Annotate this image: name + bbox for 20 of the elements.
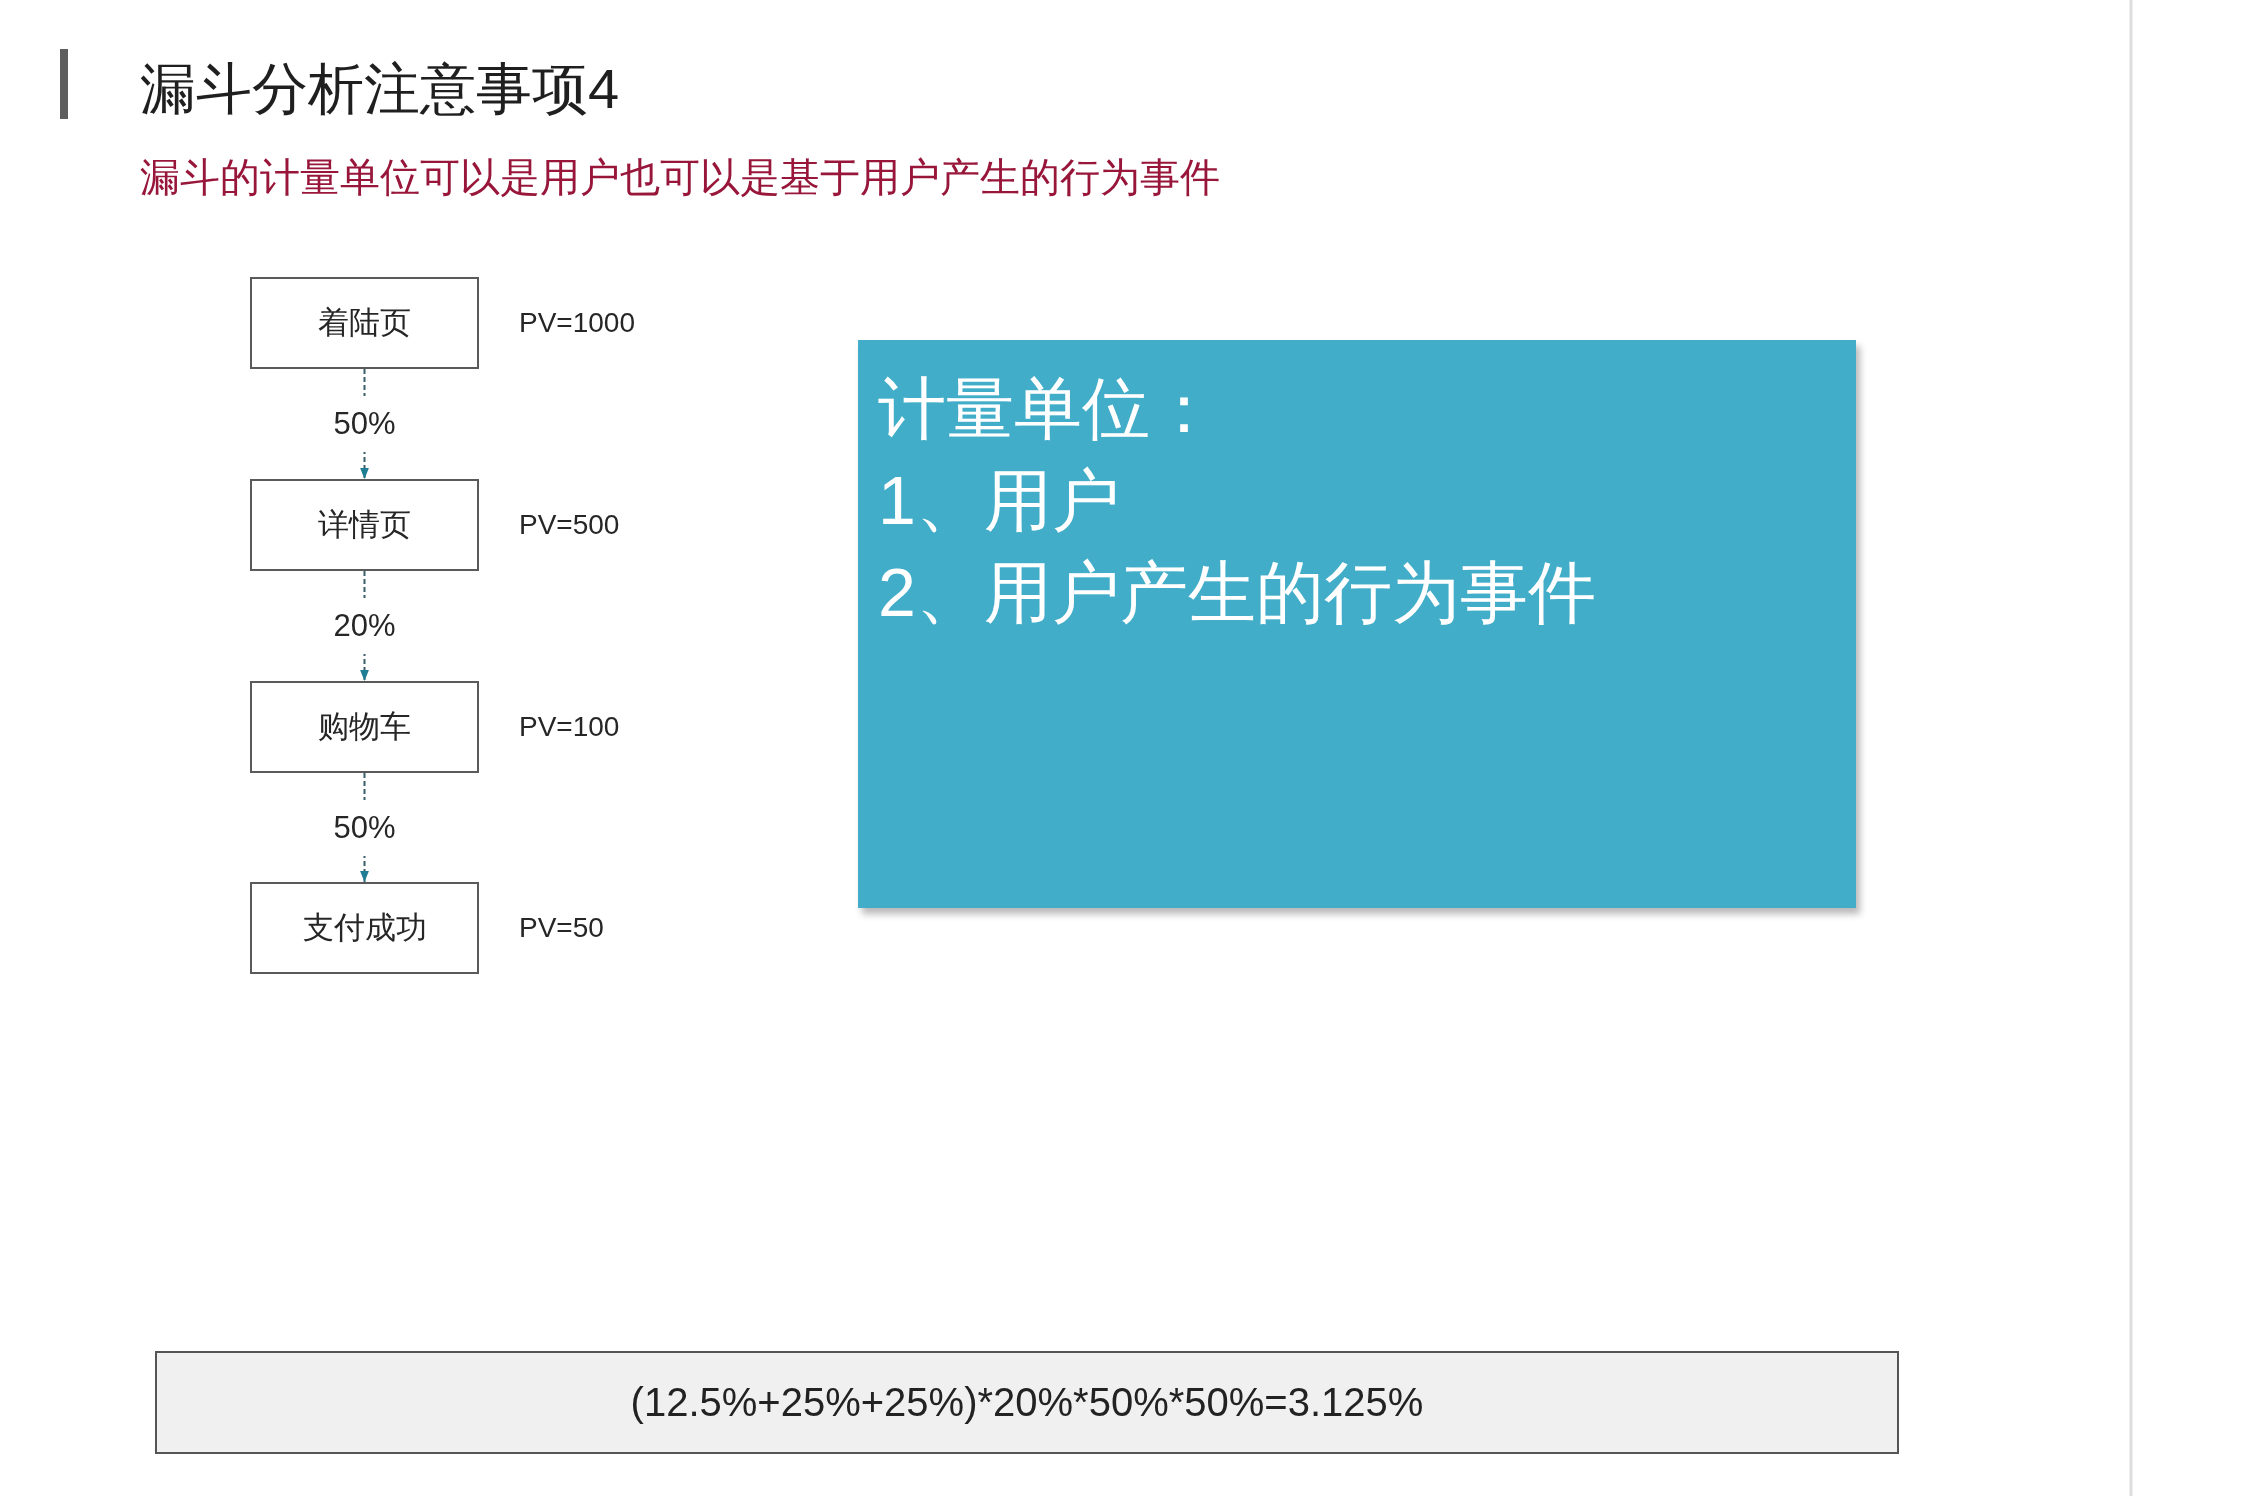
formula-text: (12.5%+25%+25%)*20%*50%*50%=3.125% bbox=[630, 1380, 1424, 1425]
subtitle-text: 漏斗的计量单位可以是用户也可以是基于用户产生的行为事件 bbox=[140, 154, 1220, 201]
slide-title: 漏斗分析注意事项4 bbox=[140, 56, 620, 122]
step-label: 着陆页 bbox=[318, 304, 411, 342]
step-label: 支付成功 bbox=[302, 909, 427, 947]
panel-text: 计量单位： bbox=[878, 369, 1218, 448]
process-box bbox=[250, 681, 479, 773]
process-box bbox=[250, 277, 479, 369]
count-label: PV=500 bbox=[519, 508, 620, 542]
count-label: PV=1000 bbox=[519, 306, 635, 340]
count-label: PV=100 bbox=[519, 710, 620, 744]
step-label: 购物车 bbox=[318, 708, 411, 746]
panel-text: 2、用户产生的行为事件 bbox=[878, 553, 1596, 632]
step-label: 详情页 bbox=[318, 506, 411, 544]
count-label: PV=50 bbox=[519, 911, 604, 945]
process-box bbox=[250, 479, 479, 571]
info-panel bbox=[858, 340, 1856, 908]
panel-text: 1、用户 bbox=[878, 461, 1120, 540]
formula-box bbox=[155, 1351, 1899, 1454]
process-box bbox=[250, 882, 479, 974]
